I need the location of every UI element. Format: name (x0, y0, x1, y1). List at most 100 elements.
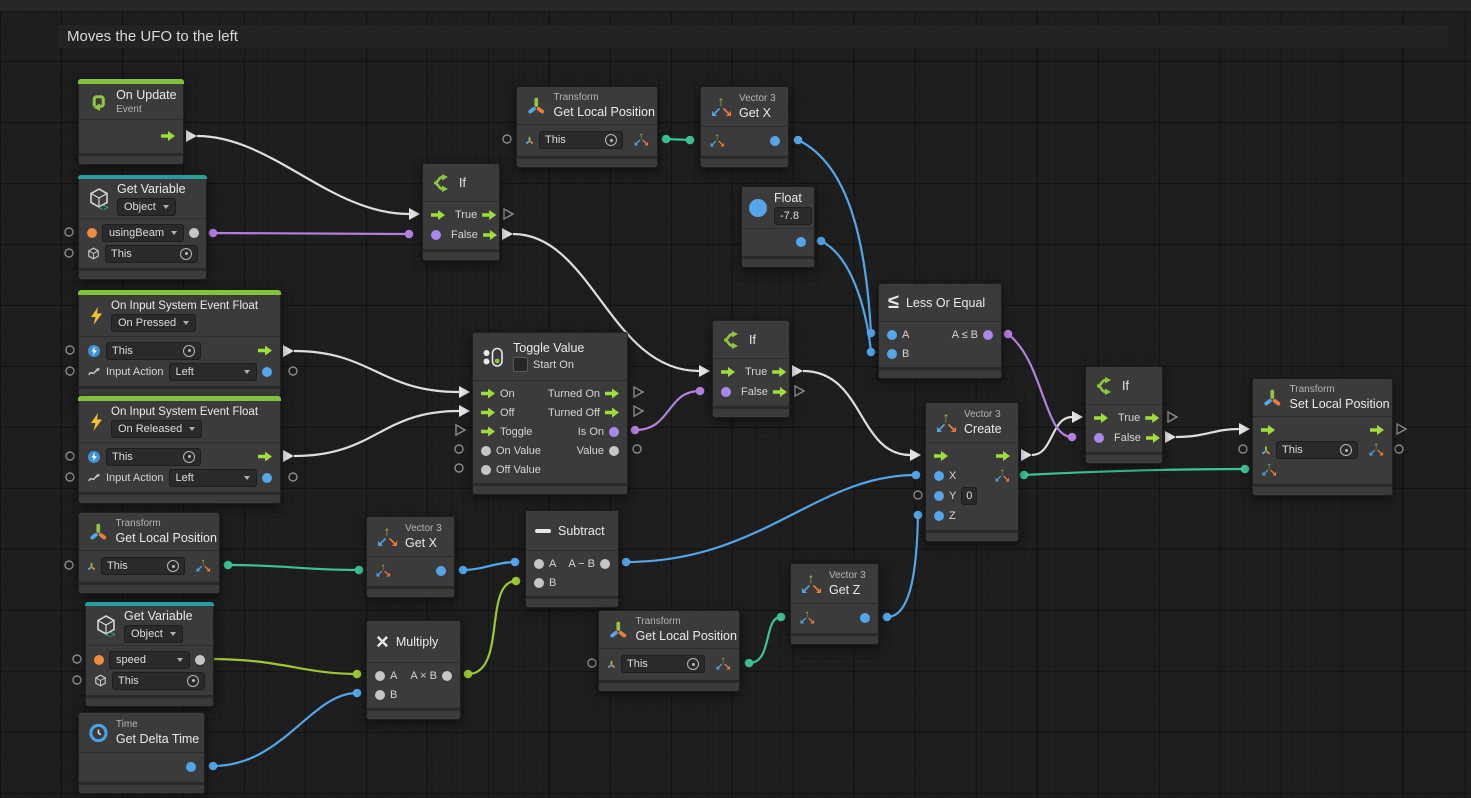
target-field[interactable]: This (101, 557, 185, 575)
value-out-port[interactable] (262, 472, 272, 483)
transform-in-port-icon[interactable] (607, 659, 616, 670)
node-on-input-released[interactable]: On Input System Event Float On Released … (78, 396, 281, 504)
value-out-port[interactable] (189, 227, 200, 238)
event-mode-dropdown[interactable]: On Pressed (111, 313, 197, 332)
value-out-port[interactable] (262, 366, 272, 377)
target-picker-icon[interactable] (605, 134, 617, 146)
result-out-port[interactable] (442, 670, 452, 681)
target-field[interactable]: This (105, 244, 198, 263)
flow-in-port[interactable] (934, 451, 948, 461)
group-title-bar[interactable]: Moves the UFO to the left (58, 25, 1448, 48)
b-in-port[interactable] (887, 348, 897, 359)
true-out-port[interactable] (1145, 413, 1160, 423)
turned-off-out-port[interactable] (605, 407, 619, 418)
value-out-port[interactable] (186, 762, 196, 772)
variable-name-port[interactable] (87, 227, 97, 238)
node-get-local-position-mid[interactable]: Transform Get Local Position This ↑↙↘ (78, 512, 220, 594)
node-if-3[interactable]: If True False (1085, 366, 1163, 464)
target-field[interactable]: This (106, 341, 201, 360)
input-action-dropdown[interactable]: Left (168, 362, 257, 381)
x-in-port[interactable] (934, 471, 944, 481)
flow-in-port[interactable] (431, 210, 445, 220)
toggle-in-port[interactable] (481, 426, 495, 437)
start-on-checkbox[interactable] (513, 357, 528, 372)
value-out-port[interactable] (609, 445, 619, 456)
variable-name-dropdown[interactable]: speed (109, 650, 190, 669)
node-less-or-equal[interactable]: ≤ Less Or Equal A A ≤ B B (878, 283, 1002, 379)
false-out-port[interactable] (1145, 433, 1160, 443)
result-out-port[interactable] (600, 558, 610, 569)
flow-out-port[interactable] (1370, 425, 1384, 435)
value-out-port[interactable] (195, 654, 205, 665)
z-in-port[interactable] (934, 511, 944, 521)
value-out-port[interactable] (770, 136, 780, 146)
node-if-2[interactable]: If True False (712, 320, 790, 418)
transform-in-port-icon[interactable] (1261, 445, 1271, 456)
value-out-port[interactable] (860, 613, 870, 623)
vector3-out-port-icon[interactable]: ↑↙↘ (715, 655, 732, 673)
is-on-out-port[interactable] (609, 426, 619, 437)
vector3-out-port-icon[interactable]: ↑↙↘ (633, 131, 650, 149)
node-if-1[interactable]: If True False (422, 163, 500, 261)
vector3-out-port-icon[interactable]: ↑↙↘ (994, 467, 1011, 485)
target-field[interactable]: This (106, 447, 201, 466)
target-picker-icon[interactable] (687, 658, 699, 670)
flow-out-port[interactable] (258, 345, 272, 356)
target-picker-icon[interactable] (167, 560, 179, 572)
event-mode-dropdown[interactable]: On Released (111, 419, 203, 438)
target-picker-icon[interactable] (183, 344, 195, 357)
on-value-in-port[interactable] (481, 445, 491, 456)
variable-name-dropdown[interactable]: usingBeam (102, 223, 185, 242)
vector3-out-port-icon[interactable]: ↑↙↘ (195, 557, 212, 575)
node-get-z[interactable]: ↑↙↘ Vector 3 Get Z ↑↙↘ (790, 563, 879, 645)
node-multiply[interactable]: × Multiply A A × B B (366, 620, 461, 720)
vector3-in-port-icon[interactable]: ↑↙↘ (709, 132, 726, 150)
float-value-field[interactable]: -7.8 (774, 206, 812, 225)
node-toggle-value[interactable]: Toggle Value Start On On Turned On Off T… (472, 332, 628, 495)
b-in-port[interactable] (534, 577, 544, 588)
target-picker-icon[interactable] (183, 450, 195, 463)
transform-in-port-icon[interactable] (525, 135, 534, 146)
a-in-port[interactable] (375, 670, 385, 681)
condition-in-port[interactable] (1094, 433, 1104, 443)
flow-out-port[interactable] (161, 131, 175, 141)
true-out-port[interactable] (772, 367, 787, 377)
value-out-port[interactable] (796, 237, 806, 247)
flow-in-port[interactable] (721, 367, 735, 377)
condition-in-port[interactable] (431, 230, 441, 240)
a-in-port[interactable] (887, 329, 897, 340)
target-field[interactable]: This (112, 671, 205, 690)
input-action-dropdown[interactable]: Left (168, 468, 257, 487)
target-picker-icon[interactable] (1340, 444, 1352, 456)
node-get-local-position-bottom[interactable]: Transform Get Local Position This ↑↙↘ (598, 610, 740, 692)
node-get-local-position-top[interactable]: Transform Get Local Position This ↑↙↘ (516, 86, 658, 168)
flow-in-port[interactable] (1261, 425, 1275, 435)
off-value-in-port[interactable] (481, 464, 491, 475)
false-out-port[interactable] (482, 230, 497, 240)
node-get-x-bottom[interactable]: ↑↙↘ Vector 3 Get X ↑↙↘ (366, 516, 455, 598)
target-picker-icon[interactable] (180, 247, 192, 260)
node-vector3-create[interactable]: ↑↙↘ Vector 3 Create X ↑↙↘ Y 0 Z (925, 402, 1019, 542)
on-in-port[interactable] (481, 388, 495, 399)
off-in-port[interactable] (481, 407, 495, 418)
node-float-constant[interactable]: Float -7.8 (741, 186, 815, 268)
false-out-port[interactable] (772, 387, 787, 397)
node-get-variable-usingbeam[interactable]: <> Get Variable Object usingBeam Th (78, 175, 207, 280)
target-field[interactable]: This (1276, 441, 1358, 459)
vector3-in-port-icon[interactable]: ↑↙↘ (375, 562, 392, 580)
a-in-port[interactable] (534, 558, 544, 569)
flow-out-port[interactable] (258, 451, 272, 462)
node-on-input-pressed[interactable]: On Input System Event Float On Pressed T… (78, 290, 281, 398)
transform-out-port-icon[interactable]: ↑↙↘ (1368, 441, 1385, 459)
y-value-field[interactable]: 0 (961, 487, 978, 505)
node-get-delta-time[interactable]: Time Get Delta Time (78, 712, 205, 794)
turned-on-out-port[interactable] (605, 388, 619, 399)
variable-scope-dropdown[interactable]: Object (117, 197, 176, 216)
target-field[interactable]: This (621, 655, 705, 673)
position-in-port-icon[interactable]: ↑↙↘ (1261, 461, 1278, 479)
node-get-variable-speed[interactable]: <> Get Variable Object speed This (85, 602, 214, 707)
node-subtract[interactable]: Subtract A A − B B (525, 510, 619, 608)
condition-in-port[interactable] (721, 387, 731, 397)
node-get-x-top[interactable]: ↑↙↘ Vector 3 Get X ↑↙↘ (700, 86, 789, 168)
